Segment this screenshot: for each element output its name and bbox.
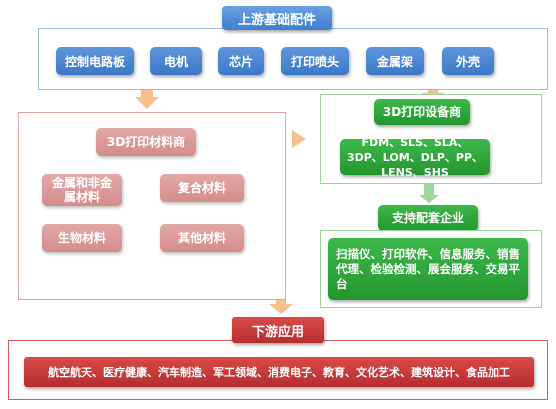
arrow-equipment-to-support-stem — [424, 184, 434, 196]
equipment-title: 3D打印设备商 — [374, 99, 470, 125]
upstream-item-motor: 电机 — [150, 47, 202, 75]
arrow-materials-to-downstream-stem — [276, 300, 286, 306]
upstream-title: 上游基础配件 — [222, 6, 332, 30]
arrow-materials-to-equipment-icon — [292, 130, 306, 148]
downstream-title: 下游应用 — [232, 317, 324, 343]
materials-item-composite: 复合材料 — [160, 174, 244, 202]
upstream-item-chip: 芯片 — [218, 47, 264, 75]
support-detail: 扫描仪、打印软件、信息服务、销售代理、检验检测、展会服务、交易平台 — [328, 238, 528, 300]
materials-item-other: 其他材料 — [160, 224, 244, 252]
materials-item-bio: 生物材料 — [42, 224, 122, 252]
arrow-upstream-to-materials-stem — [141, 90, 153, 98]
downstream-detail: 航空航天、医疗健康、汽车制造、军工领域、消费电子、教育、文化艺术、建筑设计、食品… — [24, 357, 534, 387]
arrow-equipment-to-support-icon — [419, 195, 439, 203]
upstream-item-control-board: 控制电路板 — [56, 47, 134, 75]
materials-title: 3D打印材料商 — [96, 128, 196, 156]
equipment-types: FDM、SLS、SLA、3DP、LOM、DLP、PP、LENS、SHS — [340, 136, 490, 179]
upstream-item-nozzle: 打印喷头 — [281, 47, 349, 75]
materials-item-metal-nonmetal: 金属和非金属材料 — [42, 174, 122, 206]
support-title: 支持配套企业 — [378, 205, 478, 231]
arrow-upstream-to-equipment-stem — [428, 90, 438, 94]
upstream-item-metal-frame: 金属架 — [366, 47, 424, 75]
arrow-upstream-to-materials-icon — [135, 97, 159, 109]
arrow-materials-to-downstream-icon — [269, 304, 293, 314]
upstream-item-shell: 外壳 — [442, 47, 494, 75]
